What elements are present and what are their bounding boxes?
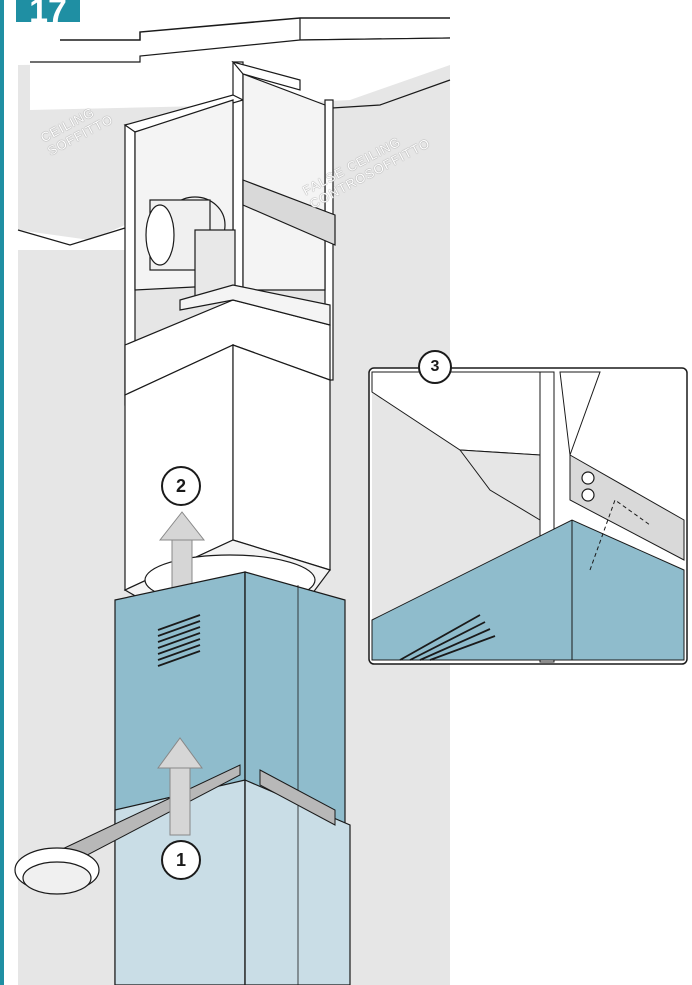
false-ceiling-plate: [18, 225, 125, 250]
callout-2: 2: [161, 466, 201, 506]
lower-chimney: [114, 779, 351, 985]
callout-3: 3: [418, 350, 452, 384]
accent-left-bar: [0, 0, 4, 985]
frame-structure: [123, 60, 336, 611]
arrow-up-1: [157, 737, 203, 836]
ceiling-edge-line: [60, 17, 450, 41]
vent-grille: [157, 614, 201, 667]
arrow-up-2: [158, 511, 206, 596]
ceiling-lower-edge: [30, 37, 451, 63]
tape-strip-right: [259, 769, 336, 826]
duct-ring: [14, 847, 100, 895]
callout-1: 1: [161, 840, 201, 880]
false-ceiling-edge-left: [17, 227, 126, 246]
detail-inset: [368, 367, 688, 665]
step-number-badge: 17: [16, 0, 80, 22]
